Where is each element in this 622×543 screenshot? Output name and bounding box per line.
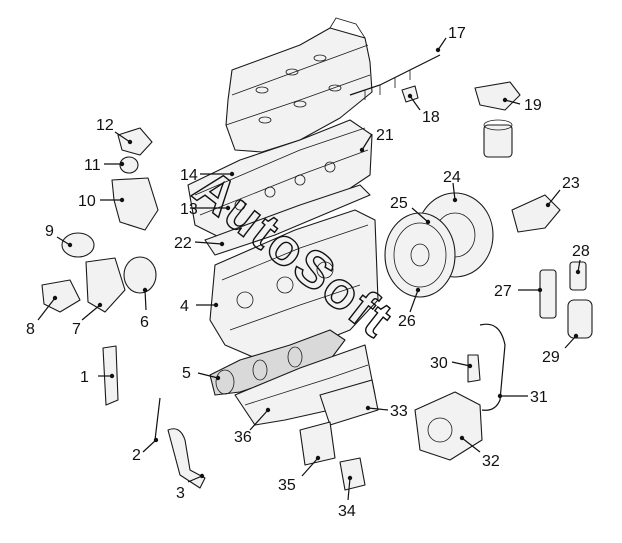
- callout-36: 36: [234, 429, 252, 446]
- callout-21: 21: [376, 127, 394, 144]
- callout-7: 7: [72, 321, 81, 338]
- cylinder-head: [187, 119, 373, 241]
- callout-32: 32: [482, 453, 500, 470]
- callout-26: 26: [398, 313, 416, 330]
- callout-24: 24: [443, 169, 461, 186]
- oil-pan: [234, 344, 379, 426]
- crankshaft: [209, 329, 346, 396]
- callout-27: 27: [494, 283, 512, 300]
- callout-11: 11: [84, 157, 101, 174]
- callout-18: 18: [422, 109, 440, 126]
- leader-lines: [37, 37, 581, 501]
- callout-6: 6: [140, 314, 149, 331]
- callout-13: 13: [180, 201, 198, 218]
- callout-2: 2: [132, 447, 141, 464]
- head-gasket: [204, 184, 371, 256]
- callout-34: 34: [338, 503, 356, 520]
- callout-25: 25: [390, 195, 408, 212]
- callout-17: 17: [448, 25, 466, 42]
- callout-4: 4: [180, 298, 189, 315]
- callout-14: 14: [180, 167, 198, 184]
- callout-22: 22: [174, 235, 192, 252]
- misc-parts: [41, 81, 593, 491]
- callout-8: 8: [26, 321, 35, 338]
- callout-9: 9: [45, 223, 54, 240]
- callout-12: 12: [96, 117, 114, 134]
- callout-28: 28: [572, 243, 590, 260]
- flywheel: [384, 192, 494, 298]
- callout-labels: 1 2 3 4 5 6 7 8 9 10 11 12 13 14 17 18 1…: [26, 25, 590, 520]
- callout-5: 5: [182, 365, 191, 382]
- callout-1: 1: [80, 369, 89, 386]
- callout-29: 29: [542, 349, 560, 366]
- callout-10: 10: [78, 193, 96, 210]
- callout-23: 23: [562, 175, 580, 192]
- engine-block: [209, 209, 379, 361]
- callout-33: 33: [390, 403, 408, 420]
- callout-35: 35: [278, 477, 296, 494]
- wire-harness: [349, 54, 441, 100]
- callout-31: 31: [530, 389, 548, 406]
- callout-3: 3: [176, 485, 185, 502]
- callout-19: 19: [524, 97, 542, 114]
- callout-30: 30: [430, 355, 448, 372]
- valve-cover: [225, 17, 373, 153]
